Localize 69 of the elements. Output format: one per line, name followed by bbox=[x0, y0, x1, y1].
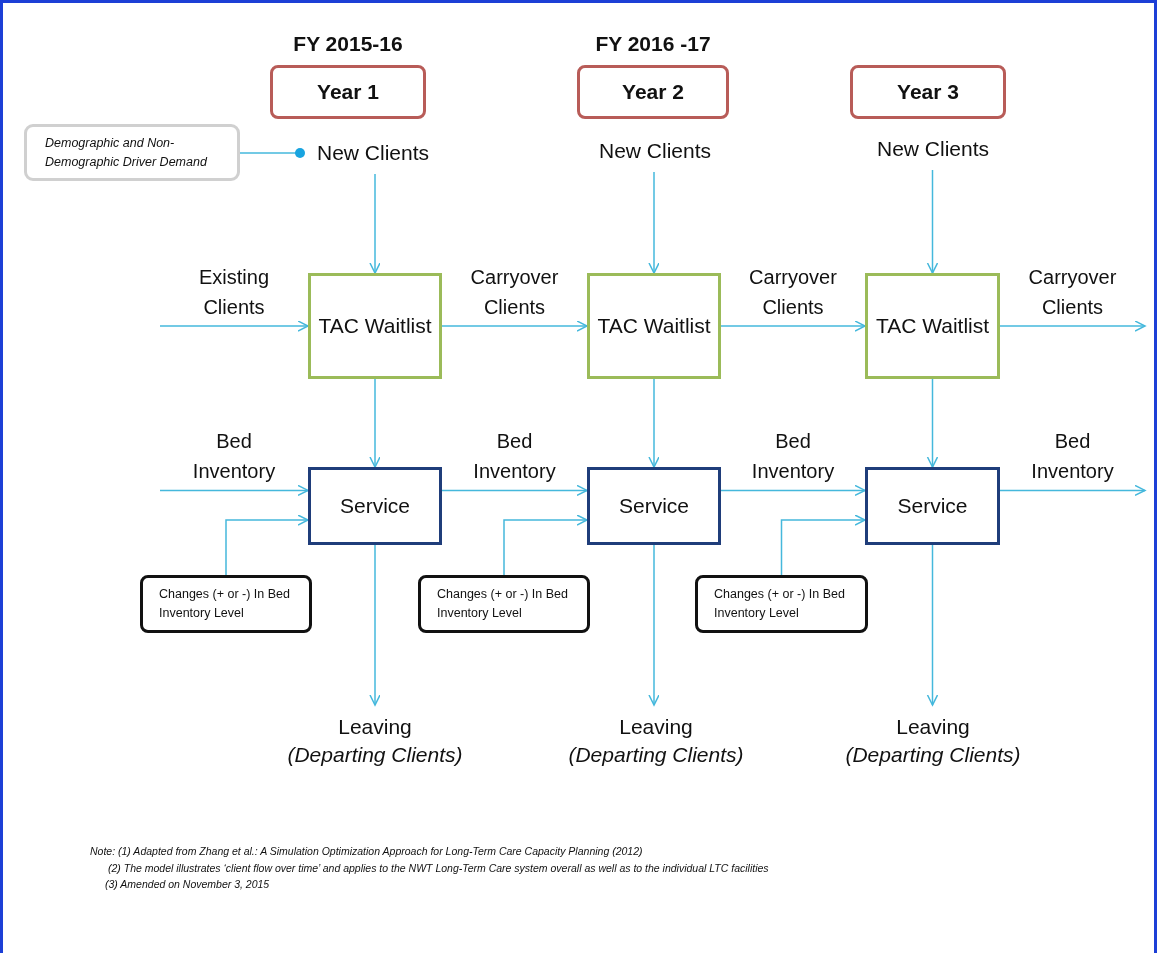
box-label: Demographic and Non-Demographic Driver Demand bbox=[45, 135, 209, 171]
flow-label: New Clients bbox=[316, 141, 429, 165]
flow-label: New Clients bbox=[598, 139, 711, 163]
flow-label: New Clients bbox=[876, 137, 989, 161]
flow-note: (Departing Clients) bbox=[287, 742, 463, 768]
fiscal-year-label: FY 2015-16 bbox=[293, 32, 403, 56]
footnote: (3) Amended on November 3, 2015 bbox=[105, 878, 270, 890]
edge-label: Bed Inventory bbox=[472, 429, 557, 485]
year-box bbox=[850, 65, 1006, 119]
arrow bbox=[999, 320, 1146, 332]
flow-note: (Departing Clients) bbox=[845, 742, 1021, 768]
arrow bbox=[159, 320, 309, 332]
box-label: Service bbox=[619, 494, 689, 518]
arrow bbox=[648, 171, 660, 274]
box-label: Changes (+ or -) In Bed Inventory Level bbox=[437, 585, 569, 622]
arrow bbox=[720, 320, 866, 332]
inventory-change-box bbox=[418, 575, 590, 633]
year-box bbox=[577, 65, 729, 119]
fiscal-year-label: FY 2016 -17 bbox=[595, 32, 711, 56]
box-label: Service bbox=[897, 494, 968, 518]
arrow bbox=[926, 378, 939, 468]
waitlist-box bbox=[587, 273, 721, 379]
edge-label: Existing Clients bbox=[198, 265, 270, 320]
box-label: Changes (+ or -) In Bed Inventory Level bbox=[714, 585, 846, 622]
flow-label: Leaving bbox=[619, 713, 693, 740]
driver-box bbox=[24, 124, 240, 181]
edge-label: Bed Inventory bbox=[191, 429, 277, 485]
waitlist-box bbox=[308, 273, 442, 379]
arrow bbox=[648, 544, 660, 706]
waitlist-box bbox=[865, 273, 1000, 379]
arrow bbox=[441, 320, 588, 332]
edge-label: Bed Inventory bbox=[750, 429, 836, 485]
arrow bbox=[648, 378, 660, 468]
box-label: Changes (+ or -) In Bed Inventory Level bbox=[159, 585, 291, 622]
box-label: Year 1 bbox=[317, 80, 379, 104]
year-box bbox=[270, 65, 426, 119]
footnote: Note: (1) Adapted from Zhang et al.: A Simulation Optimization Approach for Long-Term Care Capacity Planning (2012) bbox=[90, 845, 643, 857]
arrow bbox=[926, 544, 939, 706]
service-box bbox=[865, 467, 1000, 545]
arrow bbox=[780, 514, 866, 576]
edge-label: Carryover Clients bbox=[748, 265, 838, 320]
box-label: TAC Waitlist bbox=[597, 313, 711, 340]
service-box bbox=[308, 467, 442, 545]
arrow bbox=[999, 484, 1146, 497]
arrow bbox=[159, 484, 309, 497]
arrow bbox=[369, 173, 381, 274]
inventory-change-box bbox=[140, 575, 312, 633]
inventory-change-box bbox=[695, 575, 868, 633]
box-label: Service bbox=[340, 494, 410, 518]
flow-label: Leaving bbox=[896, 713, 970, 740]
arrow bbox=[225, 514, 309, 576]
box-label: TAC Waitlist bbox=[875, 313, 990, 340]
arrow bbox=[441, 484, 588, 497]
edge-label: Carryover Clients bbox=[469, 265, 560, 320]
flow-label: Leaving bbox=[338, 713, 412, 740]
arrow bbox=[720, 484, 866, 497]
box-label: TAC Waitlist bbox=[318, 313, 432, 340]
footnote: (2) The model illustrates ‘client flow over time’ and applies to the NWT Long-Term Care system overall as well as to the individual LTC facilities bbox=[108, 862, 769, 874]
box-label: Year 3 bbox=[897, 80, 959, 104]
arrow bbox=[369, 544, 381, 706]
service-box bbox=[587, 467, 721, 545]
edge-label: Carryover Clients bbox=[1027, 265, 1118, 320]
connector-line bbox=[239, 148, 305, 158]
edge-label: Bed Inventory bbox=[1030, 429, 1115, 485]
arrow bbox=[503, 514, 588, 576]
flow-note: (Departing Clients) bbox=[568, 742, 744, 768]
arrow bbox=[926, 169, 939, 274]
arrow bbox=[369, 378, 381, 468]
box-label: Year 2 bbox=[622, 80, 684, 104]
